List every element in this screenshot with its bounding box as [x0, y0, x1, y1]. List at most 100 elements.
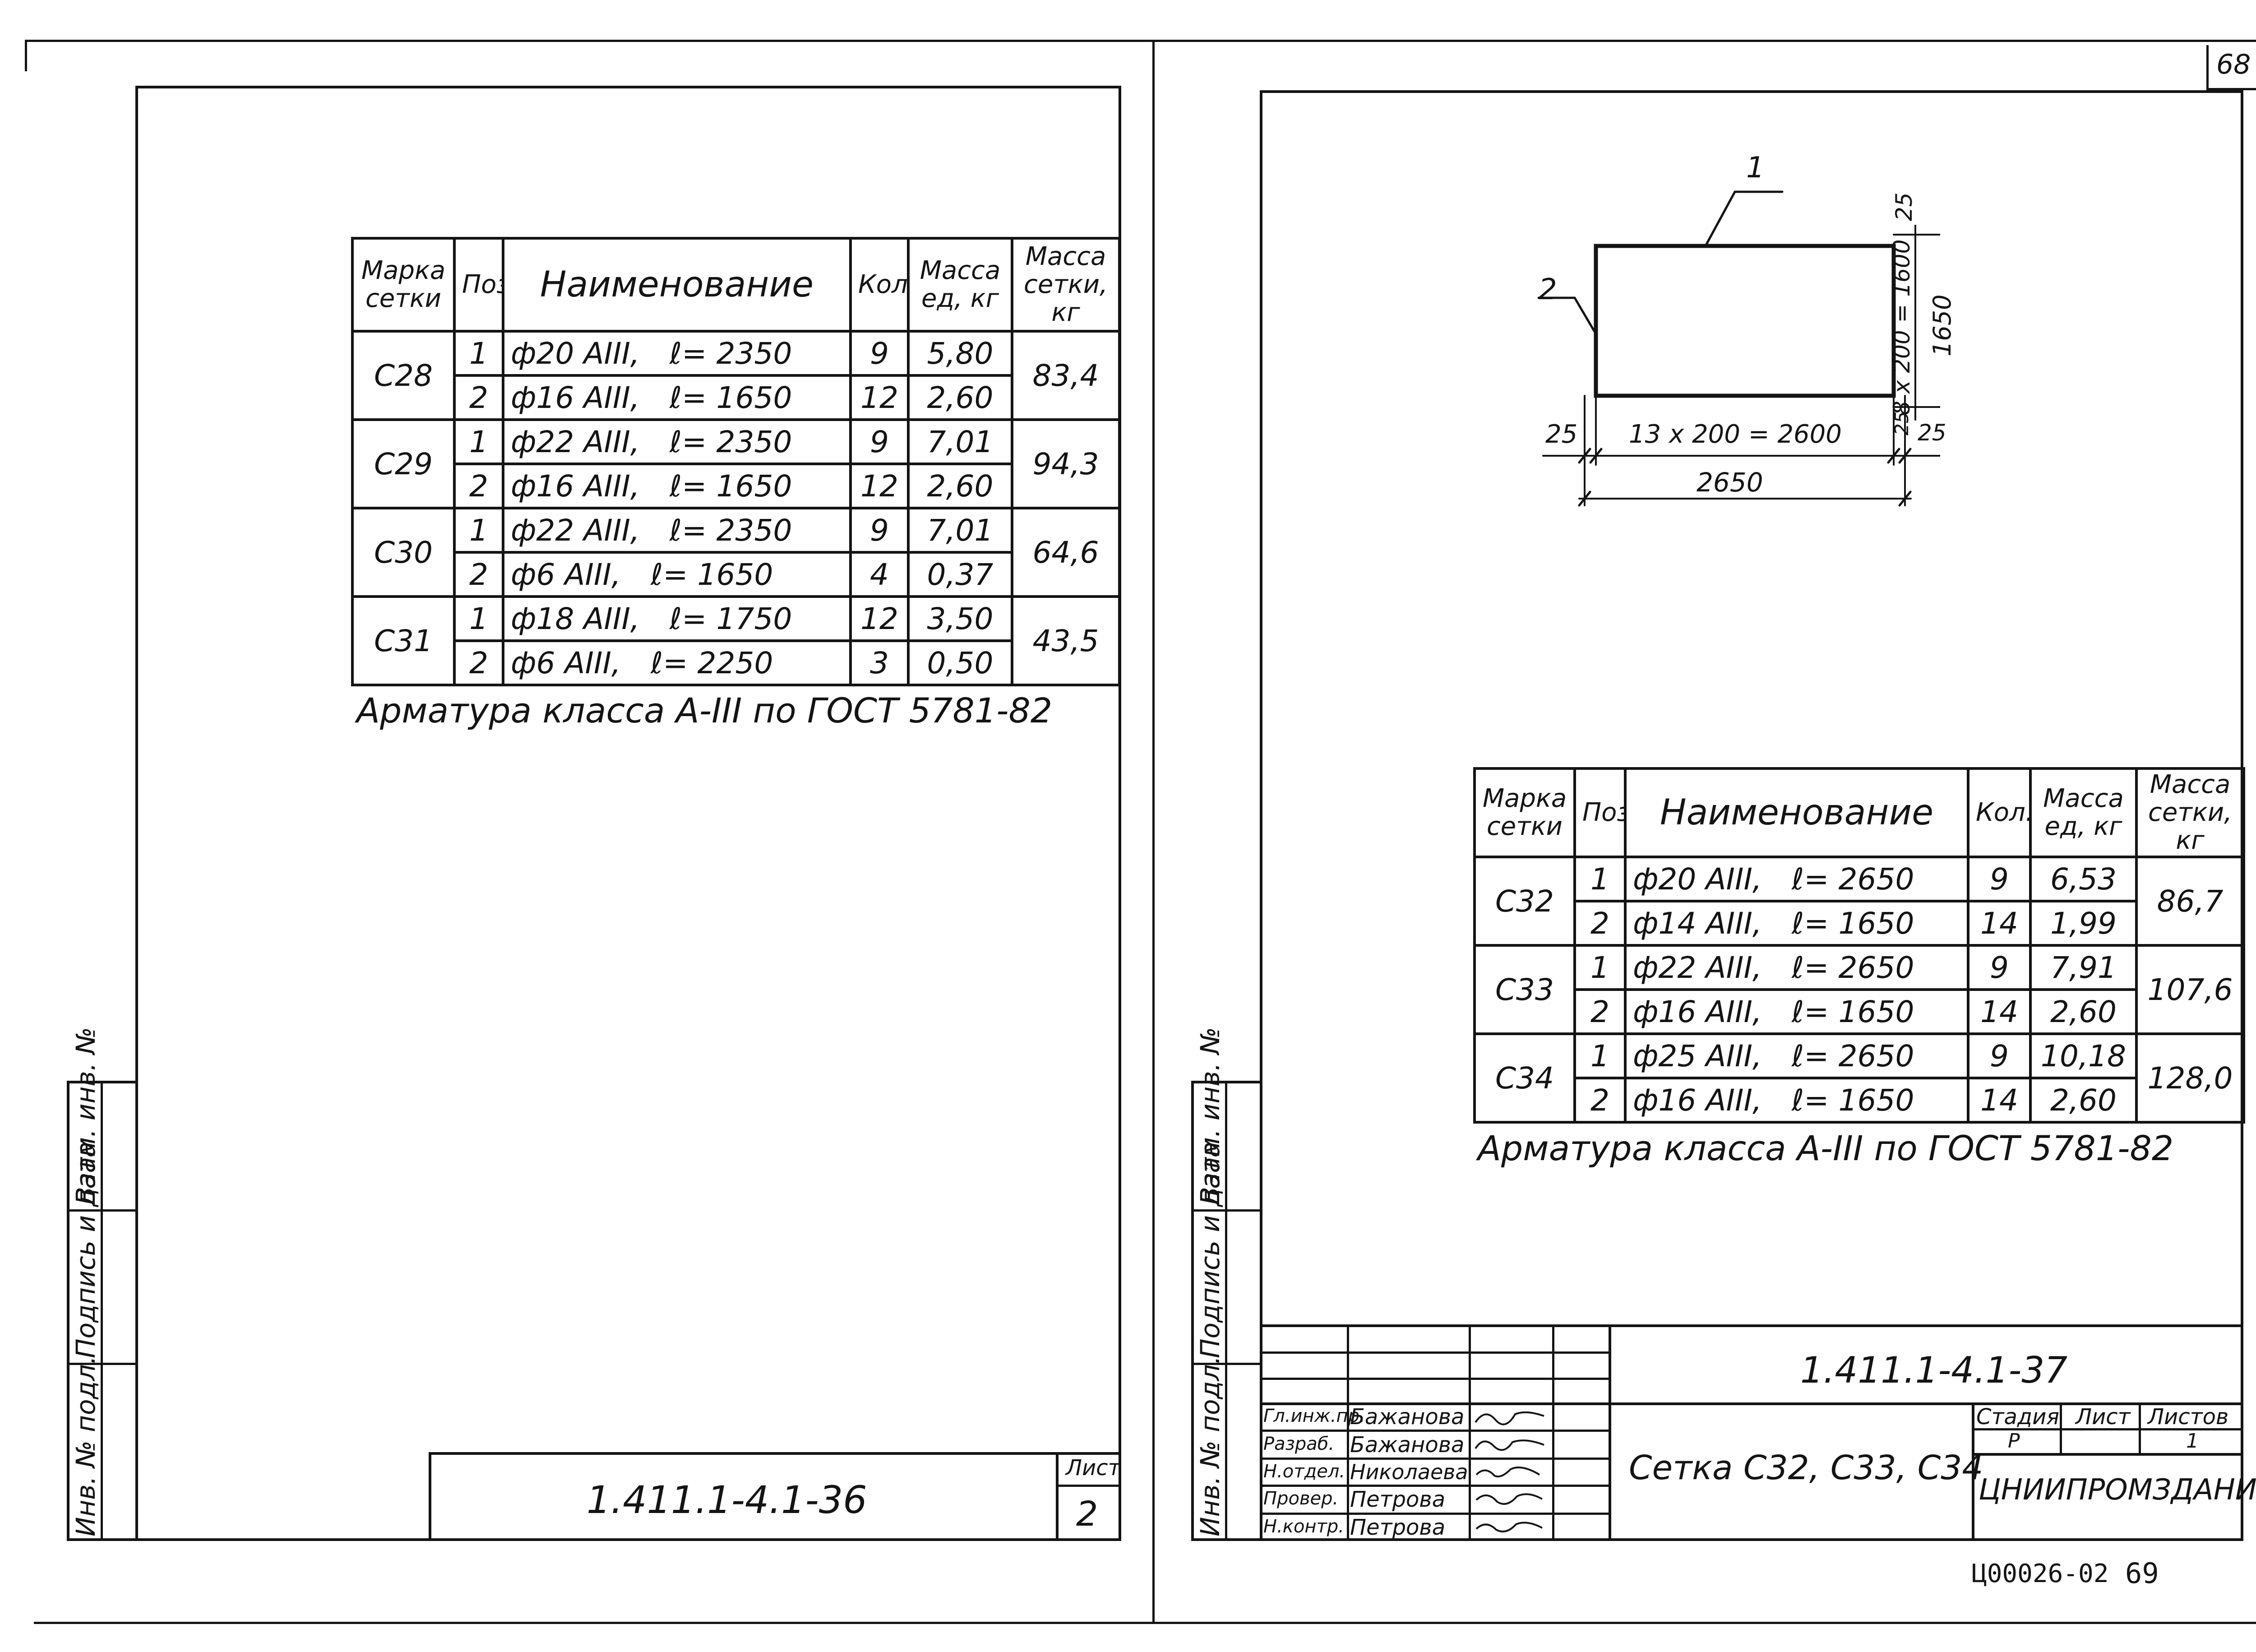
- unit-mass: 5,80: [907, 330, 1013, 377]
- top-sheet-number: 68: [2216, 49, 2251, 80]
- right-side-label-sign-date: Подпись и дата: [1195, 1141, 1225, 1358]
- drawing-dim-bottom-total: 2650: [1697, 467, 1763, 498]
- quantity: 9: [1967, 856, 2032, 902]
- drawing-dim-bottom-inner: 13 x 200 = 2600: [1629, 420, 1842, 449]
- table-row: С29 1 ф22 АIII, ℓ= 2350 9 7,01 94,3: [351, 418, 1121, 509]
- center-divider: [1152, 40, 1155, 1624]
- quantity: 14: [1967, 988, 2032, 1035]
- drawing-dim-right-small: 25: [1918, 420, 1946, 446]
- quantity: 14: [1967, 1077, 2032, 1124]
- tb-sheets: 1: [2186, 1430, 2199, 1453]
- quantity: 12: [849, 463, 910, 509]
- col-mark-header: Марка сетки: [351, 237, 456, 333]
- table-row: С33 1 ф22 АIII, ℓ= 2650 9 7,91 107,6: [1473, 944, 2245, 1035]
- leader-line-2: [1573, 296, 1597, 335]
- tb-h1: [1260, 1351, 1609, 1354]
- unit-mass: 2,60: [907, 463, 1013, 509]
- tb-stage-label: Стадия: [1976, 1404, 2060, 1430]
- bar-name: ф22 АIII, ℓ= 2650: [1624, 944, 1969, 991]
- unit-mass: 2,60: [907, 374, 1013, 421]
- quantity: 9: [1967, 1032, 2032, 1079]
- tb-name-4: Петрова: [1350, 1487, 1446, 1512]
- col-unit-mass-header: Масса ед, кг: [2029, 767, 2138, 858]
- drawing-dim-left: 25: [1545, 420, 1578, 449]
- mesh-mass: 94,3: [1011, 418, 1121, 509]
- tick-2: [1589, 448, 1603, 464]
- drawing-label-leader-2: 2: [1539, 273, 1557, 306]
- mesh-mass: 43,5: [1011, 595, 1121, 686]
- right-side-stamp-sep2: [1191, 1363, 1261, 1365]
- col-pos-header: Поз.: [453, 237, 504, 333]
- right-spec-table: Марка сетки Поз. Наименование Кол. Масса…: [1473, 767, 2245, 1124]
- bar-name: ф22 АIII, ℓ= 2350: [502, 418, 852, 465]
- top-left-tick: [25, 40, 27, 71]
- mesh-mass: 128,0: [2135, 1032, 2245, 1124]
- tb-h4: [1260, 1430, 1609, 1432]
- bar-name: ф14 АIII, ℓ= 1650: [1624, 900, 1969, 947]
- table-row: С34 1 ф25 АIII, ℓ= 2650 9 10,18 128,0: [1473, 1032, 2245, 1124]
- leader-line-1: [1704, 190, 1736, 247]
- signature-2: [1475, 1439, 1544, 1451]
- bottom-frame-line: [34, 1622, 2256, 1624]
- title-block: [1260, 1324, 2243, 1541]
- position: 2: [1573, 900, 1627, 947]
- mesh-mark: С28: [351, 330, 456, 421]
- tb-sheets-label: Листов: [2148, 1404, 2229, 1430]
- left-stamp-sheet-sep: [1056, 1485, 1121, 1487]
- position: 2: [453, 639, 504, 686]
- bar-name: ф6 АIII, ℓ= 2250: [502, 639, 852, 686]
- left-stamp-sheet-label: Лист: [1066, 1455, 1121, 1481]
- tick-1: [1578, 448, 1591, 464]
- bar-name: ф20 АIII, ℓ= 2650: [1624, 856, 1969, 902]
- tb-role-2: Разраб.: [1263, 1434, 1335, 1454]
- position: 2: [453, 374, 504, 421]
- position: 2: [1573, 1077, 1627, 1124]
- left-side-stamp-divider: [101, 1081, 103, 1541]
- unit-mass: 2,60: [2029, 1077, 2138, 1124]
- position: 1: [1573, 856, 1627, 902]
- table-row: С30 1 ф22 АIII, ℓ= 2350 9 7,01 64,6: [351, 507, 1121, 598]
- tb-h7: [1260, 1513, 1609, 1515]
- left-note: Арматура класса А-III по ГОСТ 5781-82: [356, 690, 1053, 731]
- top-frame-line: [25, 40, 2256, 42]
- tb-h9: [1972, 1453, 2243, 1456]
- col-pos-header: Поз.: [1573, 767, 1627, 858]
- mesh-mass: 107,6: [2135, 944, 2245, 1035]
- bar-name: ф22 АIII, ℓ= 2350: [502, 507, 852, 554]
- left-side-stamp-sep2: [67, 1363, 137, 1365]
- unit-mass: 7,01: [907, 418, 1013, 465]
- unit-mass: 0,37: [907, 551, 1013, 598]
- tb-role-3: Н.отдел.: [1263, 1461, 1345, 1482]
- position: 2: [1573, 988, 1627, 1035]
- unit-mass: 10,18: [2029, 1032, 2138, 1079]
- mesh-outline: [1594, 244, 1896, 398]
- signature-1: [1475, 1411, 1544, 1425]
- table-row: 2 ф6 АIII, ℓ= 2250 3 0,50: [352, 639, 1119, 686]
- quantity: 9: [849, 330, 910, 377]
- mesh-mass: 86,7: [2135, 856, 2245, 947]
- right-side-label-inv-no: Инв. № подл.: [1195, 1356, 1225, 1536]
- quantity: 9: [849, 418, 910, 465]
- col-unit-mass-header: Масса ед, кг: [907, 237, 1013, 333]
- drawing-label-leader-1: 1: [1746, 151, 1765, 185]
- mesh-mark: С31: [351, 595, 456, 686]
- left-stamp: [429, 1452, 1121, 1541]
- tb-v6: [2060, 1402, 2062, 1453]
- mesh-mass: 83,4: [1011, 330, 1121, 421]
- mesh-mark: С32: [1473, 856, 1576, 947]
- left-stamp-sheet-number: 2: [1076, 1494, 1098, 1534]
- bar-name: ф20 АIII, ℓ= 2350: [502, 330, 852, 377]
- right-side-stamp-sep1: [1191, 1209, 1261, 1212]
- bar-name: ф16 АIII, ℓ= 1650: [502, 374, 852, 421]
- unit-mass: 3,50: [907, 595, 1013, 642]
- tb-v5: [1972, 1402, 1974, 1541]
- top-sheet-box: [2206, 45, 2256, 90]
- left-side-stamp-sep1: [67, 1209, 137, 1212]
- tick-3: [1887, 448, 1900, 464]
- left-stamp-code: 1.411.1-4.1-36: [587, 1478, 867, 1522]
- left-table-header: Марка сетки Поз. Наименование Кол. Масса…: [351, 237, 1121, 333]
- bar-name: ф16 АIII, ℓ= 1650: [1624, 1077, 1969, 1124]
- col-mesh-mass-header: Масса сетки, кг: [2135, 767, 2245, 858]
- left-side-label-sign-date: Подпись и дата: [70, 1141, 101, 1358]
- quantity: 14: [1967, 900, 2032, 947]
